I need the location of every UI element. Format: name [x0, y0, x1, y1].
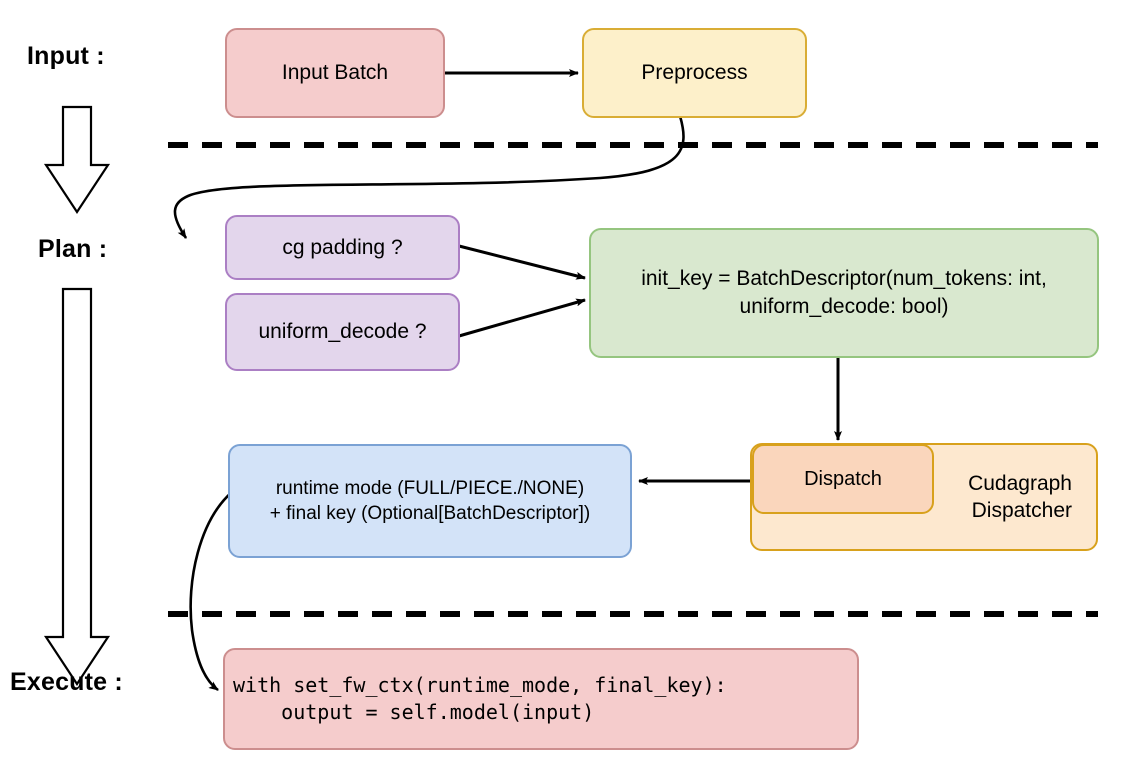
edge-uniformdecode-to-initkey [458, 298, 586, 338]
stage-label-execute: Execute : [10, 668, 123, 696]
stage-flow-arrow-input-to-plan [43, 105, 111, 214]
code-line-1: with set_fw_ctx(runtime_mode, final_key)… [233, 673, 727, 697]
node-cudagraph-dispatcher-line2: Dispatcher [971, 499, 1072, 522]
node-init-key[interactable]: init_key = BatchDescriptor(num_tokens: i… [589, 228, 1099, 358]
node-runtime-mode[interactable]: runtime mode (FULL/PIECE./NONE) + final … [228, 444, 632, 558]
edge-cgpadding-to-initkey [458, 244, 586, 280]
stage-flow-arrow-plan-to-execute [43, 287, 111, 686]
node-dispatch[interactable]: Dispatch [752, 444, 934, 514]
node-runtime-mode-line2: + final key (Optional[BatchDescriptor]) [269, 503, 591, 524]
node-cudagraph-dispatcher-line1: Cudagraph [968, 471, 1072, 495]
code-line-2: output = self.model(input) [233, 700, 595, 724]
node-init-key-line2: uniform_decode: bool) [739, 295, 949, 318]
node-code-block[interactable]: with set_fw_ctx(runtime_mode, final_key)… [223, 648, 859, 750]
stage-label-plan: Plan : [38, 235, 108, 263]
stage-label-input: Input : [27, 42, 105, 70]
node-init-key-line1: init_key = BatchDescriptor(num_tokens: i… [641, 267, 1047, 291]
node-preprocess[interactable]: Preprocess [582, 28, 807, 118]
node-input-batch[interactable]: Input Batch [225, 28, 445, 118]
node-uniform-decode[interactable]: uniform_decode ? [225, 293, 460, 371]
node-cg-padding[interactable]: cg padding ? [225, 215, 460, 280]
node-runtime-mode-line1: runtime mode (FULL/PIECE./NONE) [275, 477, 585, 499]
